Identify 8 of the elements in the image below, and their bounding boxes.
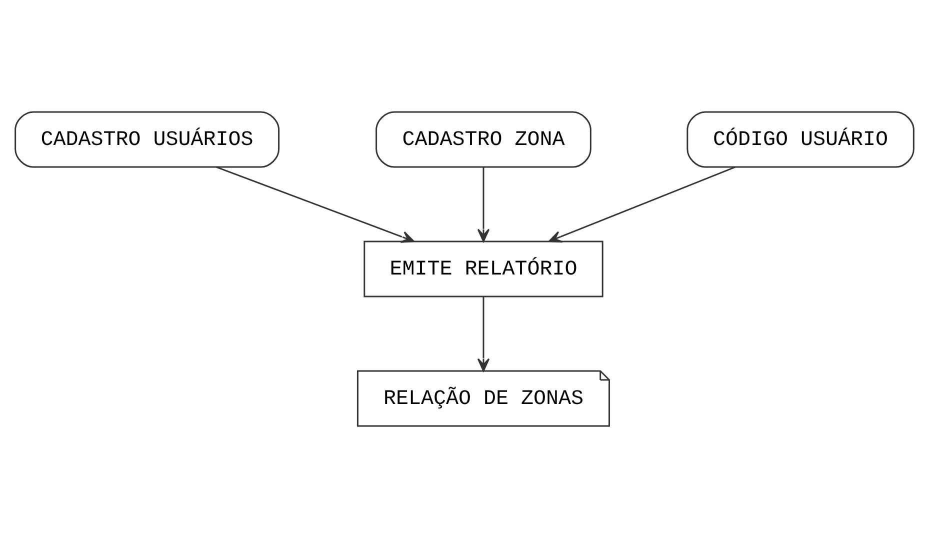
node-box: CÓDIGO USUÁRIO [686,110,914,168]
arrow [548,166,736,242]
arrow [477,166,490,242]
arrow [477,296,490,372]
node-box: EMITE RELATÓRIO [364,240,604,297]
node-box: CADASTRO USUÁRIOS [14,110,280,168]
node-box: CADASTRO ZONA [376,110,592,168]
arrow [216,166,414,242]
